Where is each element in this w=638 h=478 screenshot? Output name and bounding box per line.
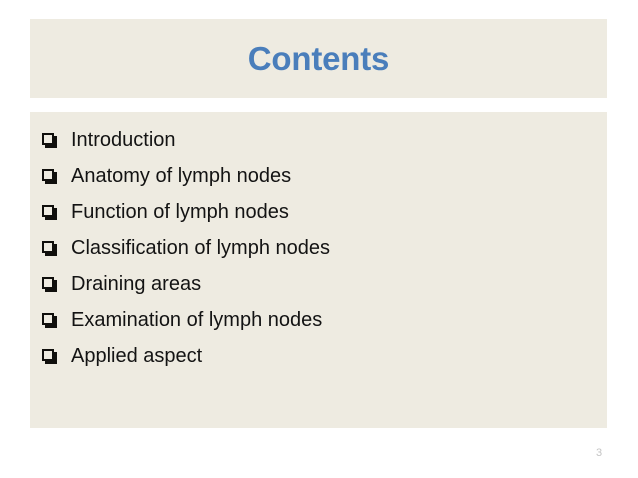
list-item: Applied aspect: [30, 338, 607, 374]
list-item: Classification of lymph nodes: [30, 230, 607, 266]
list-item: Examination of lymph nodes: [30, 302, 607, 338]
contents-list: Introduction Anatomy of lymph nodes Func…: [30, 122, 607, 374]
list-item-label: Applied aspect: [71, 345, 203, 367]
shadowed-square-bullet-icon: [42, 313, 57, 328]
list-item-label: Anatomy of lymph nodes: [71, 165, 292, 187]
list-item: Anatomy of lymph nodes: [30, 158, 607, 194]
list-item: Introduction: [30, 122, 607, 158]
list-item-label: Classification of lymph nodes: [71, 237, 331, 259]
shadowed-square-bullet-icon: [42, 133, 57, 148]
shadowed-square-bullet-icon: [42, 241, 57, 256]
list-item: Draining areas: [30, 266, 607, 302]
page-number: 3: [595, 447, 603, 459]
page-title: Contents: [247, 40, 390, 77]
title-panel: Contents: [30, 19, 607, 98]
shadowed-square-bullet-icon: [42, 169, 57, 184]
shadowed-square-bullet-icon: [42, 277, 57, 292]
list-item-label: Introduction: [71, 129, 176, 151]
list-item-label: Examination of lymph nodes: [71, 309, 323, 331]
list-item-label: Function of lymph nodes: [71, 201, 289, 223]
list-item-label: Draining areas: [71, 273, 202, 295]
content-panel: Introduction Anatomy of lymph nodes Func…: [30, 112, 607, 428]
list-item: Function of lymph nodes: [30, 194, 607, 230]
shadowed-square-bullet-icon: [42, 205, 57, 220]
shadowed-square-bullet-icon: [42, 349, 57, 364]
